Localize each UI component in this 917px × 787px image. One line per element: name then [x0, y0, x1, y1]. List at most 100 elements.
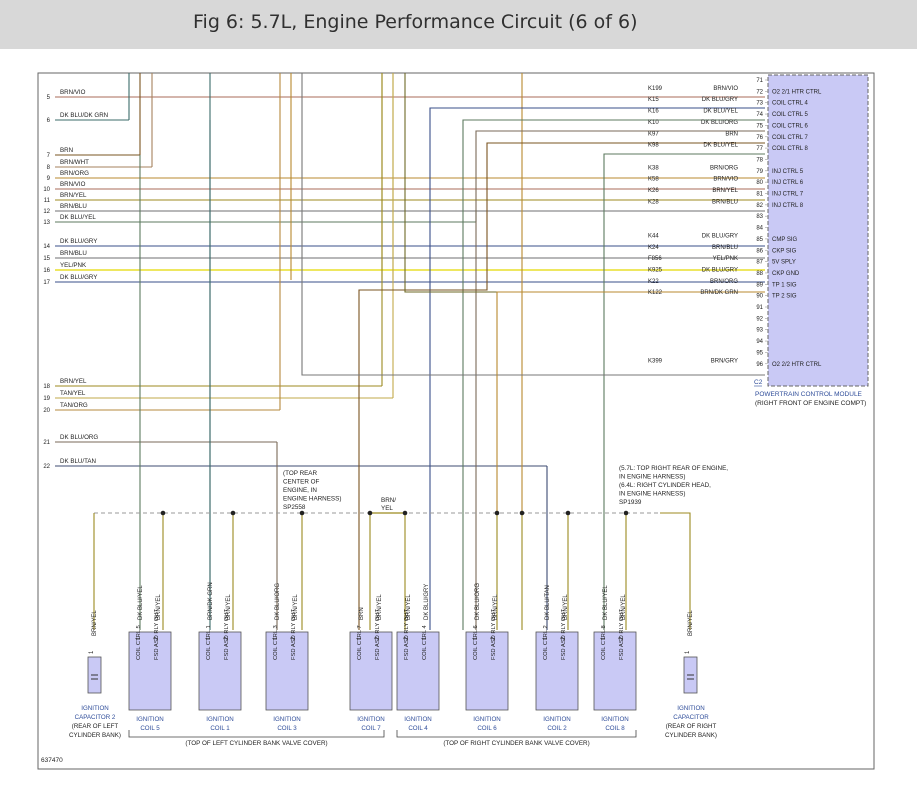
splice-dot: [299, 510, 305, 516]
pcm-wire-color: YEL/PNK: [713, 256, 738, 262]
left-wire-label: DK BLU/TAN: [60, 458, 96, 465]
coil-wire-label: DK BLU/ORG: [475, 583, 481, 620]
pcm-pin-function: COIL CTRL 4: [772, 101, 809, 107]
pcm-pin-number: 78: [756, 157, 763, 163]
pcm-wire-color: DK BLU/YEL: [703, 143, 738, 149]
coil-pin-function: COIL CTRL 3: [273, 625, 279, 660]
pcm-location: (RIGHT FRONT OF ENGINE COMPT): [755, 400, 866, 407]
capacitor-name-line2: CAPACITOR: [673, 714, 709, 721]
pcm-pin-number: 71: [756, 78, 763, 84]
coil-pin-function: FSD ASD RLY OUT: [561, 609, 567, 660]
brn-yel-jumper-label: BRN/: [381, 497, 396, 504]
left-pin-number: 22: [43, 464, 50, 470]
splice-dot: [402, 510, 408, 516]
splice-sp2558-note: ENGINE HARNESS): [283, 496, 341, 503]
coil-name-line2: COIL 1: [210, 725, 230, 732]
pcm-pin-function: COIL CTRL 8: [772, 146, 809, 152]
coil-name-line2: COIL 3: [277, 725, 297, 732]
coil-pin-function: COIL CTRL 1: [206, 625, 212, 660]
splice-sp2558-note: ENGINE, IN: [283, 487, 317, 494]
figure-header: Fig 6: 5.7L, Engine Performance Circuit …: [0, 0, 917, 49]
ignition-coil-body: [265, 631, 309, 711]
left-pin-number: 14: [43, 244, 50, 250]
coil-name-line1: IGNITION: [404, 716, 432, 723]
wires-layer: [55, 73, 765, 630]
pcm-pin-number: 90: [756, 294, 763, 300]
capacitor-name-line2: CAPACITOR 2: [75, 714, 116, 721]
splice-dot: [367, 510, 373, 516]
splice-sp1939-note: (5.7L: TOP RIGHT REAR OF ENGINE,: [619, 465, 728, 472]
pcm-pin-number: 84: [756, 226, 763, 232]
pcm-pin-number: 82: [756, 203, 763, 209]
ignition-coil-body: [535, 631, 579, 711]
coil-pin-function: FSD ASD RLY OUT: [154, 609, 160, 660]
capacitor-wire-label: BRN/YEL: [688, 610, 694, 636]
splice-sp1939-note: IN ENGINE HARNESS): [619, 491, 685, 498]
left-pin-number: 18: [43, 384, 50, 390]
coil-pin-number: 1: [206, 636, 212, 640]
coil-pin-number: 1: [543, 636, 549, 640]
pcm-pin-number: 87: [756, 260, 763, 266]
pcm-wire-color: DK BLU/GRY: [702, 97, 738, 103]
pcm-circuit-id: K28: [648, 199, 659, 205]
pcm-pin-number: 85: [756, 237, 763, 243]
splice-sp1939-note: IN ENGINE HARNESS): [619, 474, 685, 481]
ignition-coil-body: [349, 631, 393, 711]
pcm-circuit-id: K58: [648, 177, 659, 183]
pcm-pin-number: 79: [756, 169, 763, 175]
left-wire-label: DK BLU/ORG: [60, 434, 98, 441]
pcm-circuit-id: K97: [648, 131, 659, 137]
left-bank-label: (TOP OF LEFT CYLINDER BANK VALVE COVER): [185, 740, 327, 747]
left-pin-number: 7: [47, 153, 51, 159]
pcm-circuit-id: K925: [648, 267, 663, 273]
pcm-pin-function: INJ CTRL 7: [772, 192, 804, 198]
coil-pin-function: FSD ASD RLY OUT: [619, 609, 625, 660]
coil-name-line1: IGNITION: [543, 716, 571, 723]
capacitor-location-line2: CYLINDER BANK): [69, 732, 121, 739]
pcm-connector-id: C2: [754, 379, 763, 386]
pcm-circuit-id: K98: [648, 143, 659, 149]
pcm-wire-color: DK BLU/ORG: [701, 120, 738, 126]
coil-wire-label: BRN: [359, 607, 365, 620]
pcm-circuit-id: K10: [648, 120, 659, 126]
coil-name-line2: COIL 2: [547, 725, 567, 732]
left-wire-label: BRN/YEL: [60, 378, 87, 385]
coil-name-line2: COIL 4: [408, 725, 428, 732]
pcm-pin-number: 72: [756, 89, 763, 95]
coil-wire-label: DK BLU/ORG: [275, 583, 281, 620]
left-pin-number: 12: [43, 209, 50, 215]
pcm-pin-function: O2 2/1 HTR CTRL: [772, 89, 822, 95]
coil-pin-function: FSD ASD RLY OUT: [404, 609, 410, 660]
pcm-pin-number: 93: [756, 328, 763, 334]
ignition-coil-body: [198, 631, 242, 711]
pcm-circuit-id: K24: [648, 245, 659, 251]
pcm-pin-function: INJ CTRL 8: [772, 203, 804, 209]
left-pin-number: 15: [43, 256, 50, 262]
left-wire-label: YEL/PNK: [60, 262, 87, 269]
pcm-wire-color: DK BLU/GRY: [702, 233, 738, 239]
left-pin-number: 8: [47, 165, 51, 171]
coil-wire-label: BRN/YEL: [156, 594, 162, 620]
coil-wire-label: BRN/YEL: [293, 594, 299, 620]
coil-pin-number: 2: [224, 636, 230, 640]
components-layer: [87, 74, 869, 738]
capacitor-wire: [660, 512, 691, 630]
splice-dot: [519, 510, 525, 516]
left-wire-label: DK BLU/YEL: [60, 214, 96, 221]
pcm-pin-number: 96: [756, 362, 763, 368]
pcm-pin-number: 83: [756, 214, 763, 220]
capacitor-location-line1: (REAR OF LEFT: [72, 723, 119, 730]
coil-wire-label: BRN/DK GRN: [208, 582, 214, 620]
coil-name-line1: IGNITION: [136, 716, 164, 723]
coil-wire-label: DK BLU/YEL: [138, 585, 144, 620]
capacitor-location-line1: (REAR OF RIGHT: [666, 723, 717, 730]
pcm-wire-color: BRN/BLU: [712, 245, 738, 251]
coil-pin-number: 1: [601, 636, 607, 640]
wire-coil-ctrl-4: [429, 107, 765, 630]
coil-pin-number: 1: [473, 636, 479, 640]
wire-coil-ctrl-5: [462, 119, 765, 630]
coil-name-line2: COIL 7: [361, 725, 381, 732]
pcm-wire-color: BRN/VIO: [713, 177, 738, 183]
pcm-box: [767, 74, 869, 387]
